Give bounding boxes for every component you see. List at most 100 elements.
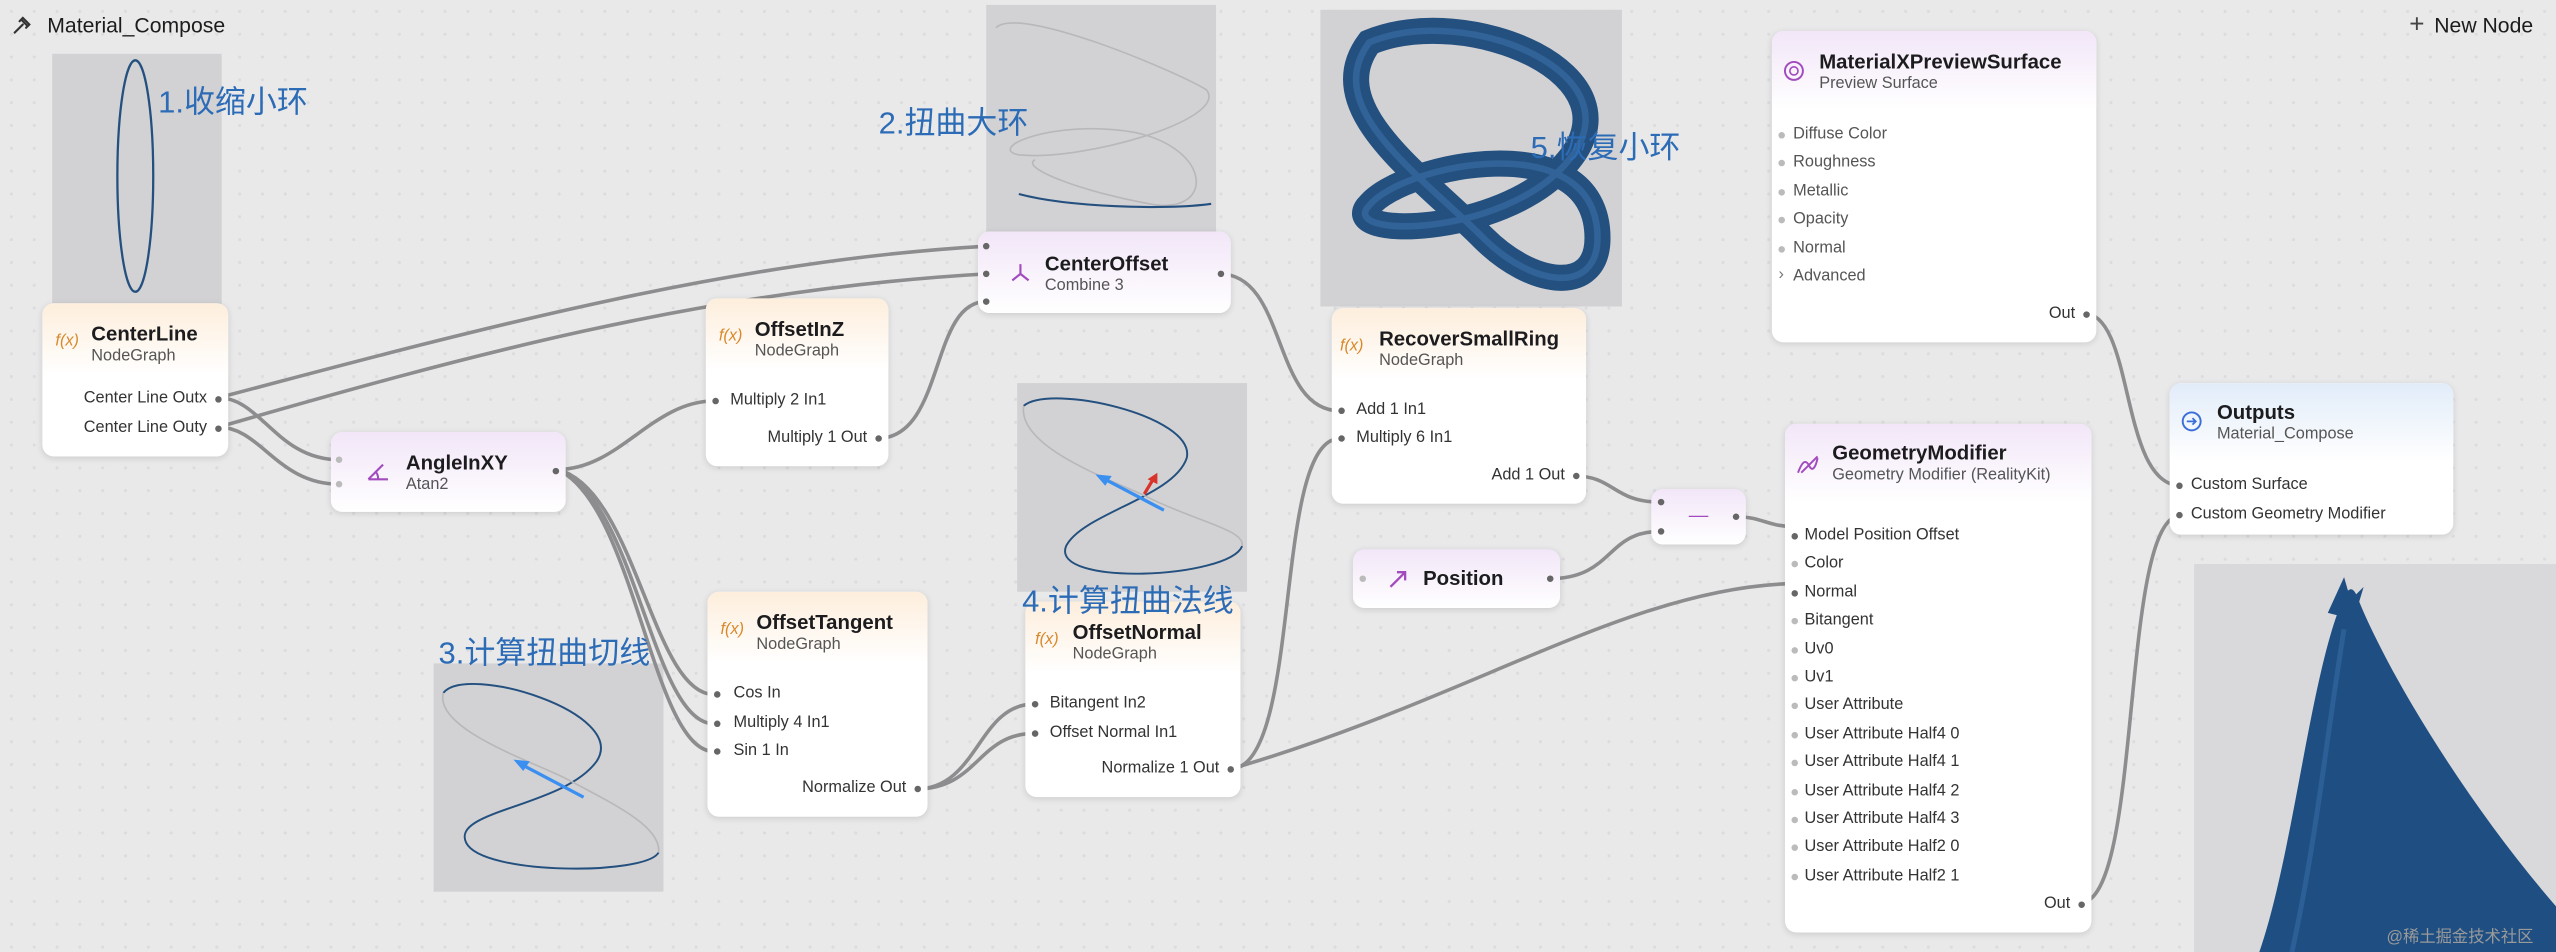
input-socket[interactable] xyxy=(1338,435,1345,442)
port-metallic: Metallic xyxy=(1793,182,1849,201)
function-icon: f(x) xyxy=(55,332,79,351)
input-socket[interactable] xyxy=(1791,703,1799,710)
combine-icon xyxy=(1011,264,1030,282)
input-socket[interactable] xyxy=(1778,159,1785,167)
input-socket[interactable] xyxy=(1778,246,1785,253)
node-geometrymodifier[interactable]: GeometryModifier Geometry Modifier (Real… xyxy=(1784,423,2092,933)
output-socket[interactable] xyxy=(1573,472,1580,480)
input-socket[interactable] xyxy=(1791,674,1799,682)
output-socket[interactable] xyxy=(1217,270,1225,278)
input-socket[interactable] xyxy=(1791,533,1799,540)
output-socket[interactable] xyxy=(1732,513,1740,521)
input-socket[interactable] xyxy=(713,691,721,698)
annotation-step-4: 4.计算扭曲法线 xyxy=(1022,585,1234,620)
input-socket[interactable] xyxy=(1791,816,1799,824)
node-outputs[interactable]: Outputs Material_Compose Custom Surface … xyxy=(2169,383,2454,535)
input-socket[interactable] xyxy=(1657,528,1665,535)
plus-icon: + xyxy=(2409,11,2425,40)
node-title: RecoverSmallRing xyxy=(1379,327,1560,351)
port-uv1: Uv1 xyxy=(1804,668,1834,687)
input-socket[interactable] xyxy=(713,720,721,728)
port-user-attribute-half4-2: User Attribute Half4 2 xyxy=(1804,781,1960,800)
node-subtract[interactable]: — xyxy=(1651,489,1746,545)
input-socket[interactable] xyxy=(982,242,990,250)
new-node-button[interactable]: + New Node xyxy=(2409,11,2534,40)
normal-preview xyxy=(1017,383,1248,592)
minus-icon: — xyxy=(1688,503,1709,527)
port-normal: Normal xyxy=(1804,583,1858,602)
input-socket[interactable] xyxy=(1031,730,1039,737)
output-socket[interactable] xyxy=(1546,575,1554,582)
node-title: Outputs xyxy=(2216,401,2296,424)
input-socket[interactable] xyxy=(982,298,990,305)
output-socket[interactable] xyxy=(552,467,560,475)
output-socket[interactable] xyxy=(215,425,222,432)
output-socket[interactable] xyxy=(914,785,922,793)
new-node-label: New Node xyxy=(2434,13,2534,38)
input-socket[interactable] xyxy=(1791,845,1799,852)
function-icon: f(x) xyxy=(720,621,745,640)
output-socket[interactable] xyxy=(2078,901,2085,908)
port-user-attribute-half2-1: User Attribute Half2 1 xyxy=(1804,866,1960,885)
port-color: Color xyxy=(1804,554,1844,573)
node-title: OffsetInZ xyxy=(754,317,845,341)
node-recoversmallring[interactable]: f(x) RecoverSmallRing NodeGraph Add 1 In… xyxy=(1331,308,1587,504)
input-socket[interactable] xyxy=(2176,511,2183,519)
function-icon: f(x) xyxy=(1339,337,1364,356)
input-socket[interactable] xyxy=(1778,132,1785,139)
input-socket[interactable] xyxy=(1031,700,1039,708)
input-socket[interactable] xyxy=(1778,216,1785,224)
node-subtitle: NodeGraph xyxy=(756,635,841,654)
node-centerline[interactable]: f(x) CenterLine NodeGraph Center Line Ou… xyxy=(42,303,229,457)
port-cos-in: Cos In xyxy=(733,684,781,703)
port-offset-normal-in1: Offset Normal In1 xyxy=(1049,723,1178,742)
node-position[interactable]: Position xyxy=(1352,549,1561,609)
node-subtitle: Preview Surface xyxy=(1819,74,1938,93)
node-angleinxy[interactable]: AngleInXY Atan2 xyxy=(330,431,566,512)
port-out: Out xyxy=(2048,304,2076,323)
node-title: GeometryModifier xyxy=(1832,441,2007,465)
output-socket[interactable] xyxy=(2083,311,2090,318)
node-title: MaterialXPreviewSurface xyxy=(1819,50,2062,74)
input-socket[interactable] xyxy=(982,270,990,278)
input-socket[interactable] xyxy=(1791,759,1799,767)
output-socket[interactable] xyxy=(1227,766,1234,773)
node-offsetinz[interactable]: f(x) OffsetInZ NodeGraph Multiply 2 In1 … xyxy=(705,298,889,467)
large-ring-preview xyxy=(986,4,1217,250)
recovered-ring-preview xyxy=(1320,9,1622,307)
chevron-right-icon[interactable]: › xyxy=(1778,265,1784,284)
input-socket[interactable] xyxy=(1791,788,1799,795)
node-previewsurface[interactable]: MaterialXPreviewSurface Preview Surface … xyxy=(1771,30,2097,343)
input-socket[interactable] xyxy=(1359,575,1367,582)
input-socket[interactable] xyxy=(1657,498,1665,506)
input-socket[interactable] xyxy=(1338,407,1345,415)
node-offsettangent[interactable]: f(x) OffsetTangent NodeGraph Cos In Mult… xyxy=(707,591,928,817)
input-socket[interactable] xyxy=(335,480,343,488)
input-socket[interactable] xyxy=(713,748,721,755)
input-socket[interactable] xyxy=(1791,646,1799,654)
input-socket[interactable] xyxy=(1791,618,1799,625)
port-custom-surface: Custom Surface xyxy=(2190,476,2308,494)
input-socket[interactable] xyxy=(712,397,719,405)
node-subtitle: Atan2 xyxy=(405,476,449,494)
input-socket[interactable] xyxy=(1791,561,1799,568)
port-multiply-2-in1: Multiply 2 In1 xyxy=(730,391,827,410)
advanced-disclosure[interactable]: Advanced xyxy=(1793,267,1866,286)
port-user-attribute: User Attribute xyxy=(1804,696,1904,715)
port-user-attribute-half4-1: User Attribute Half4 1 xyxy=(1804,753,1960,772)
arrow-icon xyxy=(1389,571,1407,588)
input-socket[interactable] xyxy=(1778,189,1785,196)
output-socket[interactable] xyxy=(875,435,882,442)
node-subtitle: NodeGraph xyxy=(1379,352,1464,371)
node-centeroffset[interactable]: CenterOffset Combine 3 xyxy=(978,231,1231,313)
input-socket[interactable] xyxy=(335,456,343,463)
port-normal: Normal xyxy=(1793,239,1846,258)
input-socket[interactable] xyxy=(1791,589,1799,597)
port-model-position-offset: Model Position Offset xyxy=(1804,526,1960,545)
port-normalize-1-out: Normalize 1 Out xyxy=(1101,759,1220,778)
input-socket[interactable] xyxy=(2176,482,2183,490)
input-socket[interactable] xyxy=(1791,731,1799,739)
node-offsetnormal[interactable]: f(x) OffsetNormal NodeGraph Bitangent In… xyxy=(1025,601,1241,798)
output-socket[interactable] xyxy=(215,396,222,403)
input-socket[interactable] xyxy=(1791,873,1799,880)
